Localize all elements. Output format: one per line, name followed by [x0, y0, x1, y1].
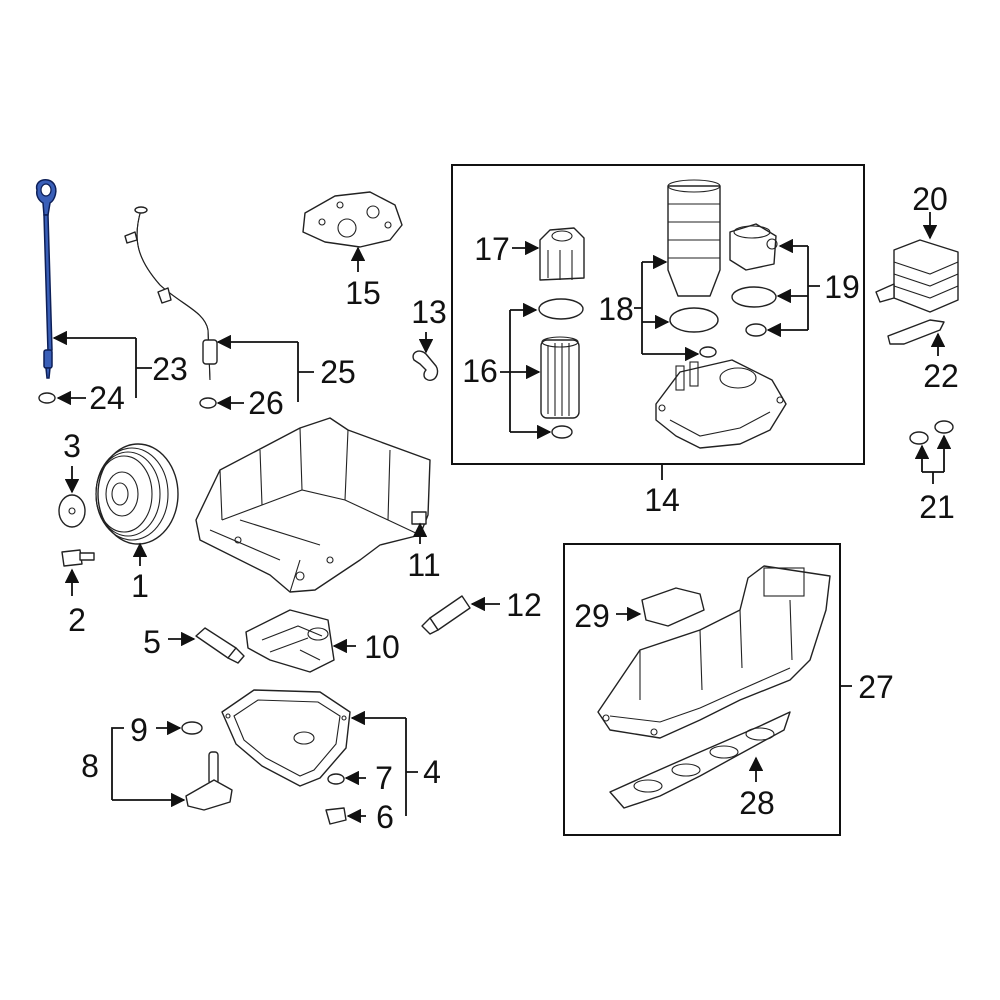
callout-4: 4 — [423, 754, 441, 790]
callout-12: 12 — [506, 587, 542, 623]
oil-filter-housing-base-part[interactable] — [655, 359, 787, 449]
callout-1: 1 — [131, 568, 149, 604]
callout-22: 22 — [923, 358, 959, 394]
oil-dipstick-part[interactable] — [35, 179, 57, 379]
callout-8: 8 — [81, 748, 99, 784]
oil-filter-element-part[interactable] — [540, 336, 580, 419]
callout-24: 24 — [89, 380, 125, 416]
callout-labels: 1 2 3 4 5 6 7 8 9 10 11 12 13 14 15 16 1… — [63, 181, 959, 835]
callout-17: 17 — [474, 231, 510, 267]
o-ring-24-part[interactable] — [38, 392, 56, 404]
callout-6: 6 — [376, 799, 394, 835]
manifold-cover-gasket-part[interactable] — [641, 587, 705, 627]
sensor-seal-9-part[interactable] — [181, 721, 203, 735]
callout-16: 16 — [462, 353, 498, 389]
oil-filter-cap-part[interactable] — [539, 227, 585, 281]
callout-23: 23 — [152, 351, 188, 387]
leader-lines — [52, 212, 952, 824]
callout-28: 28 — [739, 785, 775, 821]
dipstick-tube-part[interactable] — [124, 206, 218, 381]
callout-10: 10 — [364, 629, 400, 665]
intake-manifold-part[interactable] — [597, 565, 831, 739]
breather-hose-part[interactable] — [412, 350, 439, 381]
callout-11: 11 — [407, 547, 440, 583]
oil-pan-part[interactable] — [221, 689, 351, 787]
callout-27: 27 — [858, 669, 894, 705]
oil-filter-housing-group-frame — [451, 164, 865, 465]
callout-20: 20 — [912, 181, 948, 217]
callout-19: 19 — [824, 269, 860, 305]
oil-level-sensor-part[interactable] — [185, 751, 233, 811]
cover-plate-part[interactable] — [302, 191, 403, 248]
sealant-tube-5-part[interactable] — [195, 627, 245, 664]
callout-3: 3 — [63, 428, 81, 464]
callout-21: 21 — [919, 489, 955, 525]
intake-manifold-gasket-part[interactable] — [609, 711, 791, 809]
intake-manifold-group-frame — [563, 543, 841, 836]
callout-15: 15 — [345, 275, 381, 311]
pulley-washer-part[interactable] — [58, 494, 86, 528]
oil-cooler-cap-part[interactable] — [729, 223, 778, 271]
callout-7: 7 — [375, 760, 393, 796]
callout-9: 9 — [130, 712, 148, 748]
callout-14: 14 — [644, 482, 680, 518]
cooler-small-seal-part[interactable] — [745, 323, 767, 337]
oil-cooler-part[interactable] — [875, 239, 959, 313]
cooler-seal-left-part[interactable] — [909, 431, 929, 445]
crankshaft-pulley-part[interactable] — [95, 443, 179, 545]
o-ring-26-part[interactable] — [199, 397, 217, 409]
callout-5: 5 — [143, 624, 161, 660]
callout-29: 29 — [574, 598, 610, 634]
callout-13: 13 — [411, 294, 447, 330]
housing-small-seal-part[interactable] — [699, 346, 717, 358]
filter-housing-tube-part[interactable] — [667, 179, 721, 297]
oil-cooler-gasket-part[interactable] — [887, 319, 945, 345]
pulley-bolt-part[interactable] — [61, 549, 95, 567]
drain-washer-part[interactable] — [327, 773, 345, 785]
drain-plug-part[interactable] — [325, 807, 347, 825]
cooler-seal-right-part[interactable] — [934, 420, 954, 434]
callout-2: 2 — [68, 602, 86, 638]
callout-26: 26 — [248, 385, 284, 421]
callout-25: 25 — [320, 354, 356, 390]
callout-18: 18 — [598, 291, 634, 327]
oil-pump-part[interactable] — [245, 609, 335, 673]
upper-oil-pan-part[interactable] — [195, 417, 431, 593]
sealant-tube-12-part[interactable] — [421, 595, 471, 635]
cooler-o-ring-part[interactable] — [731, 286, 777, 308]
filter-cap-o-ring-part[interactable] — [538, 298, 584, 320]
filter-seal-part[interactable] — [551, 425, 573, 439]
housing-gasket-part[interactable] — [669, 307, 719, 333]
